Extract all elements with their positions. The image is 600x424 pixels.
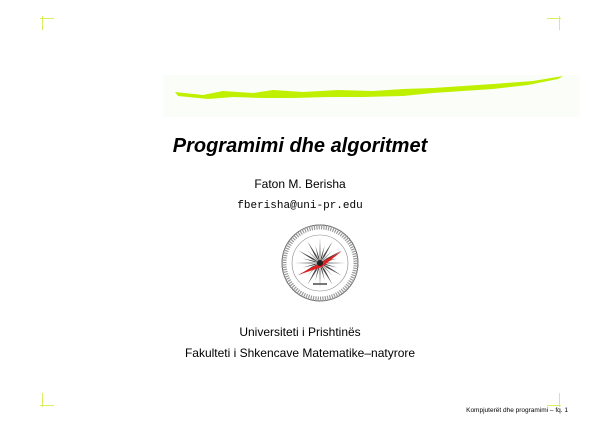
brush-stroke (175, 76, 563, 99)
author-name: Faton M. Berisha (254, 177, 346, 191)
seal-ray (302, 258, 320, 263)
seal-ray (320, 250, 342, 263)
seal-ray (320, 241, 333, 263)
author-email: fberisha@uni-pr.edu (237, 200, 363, 212)
seal-ray (320, 263, 342, 276)
faculty-name: Fakulteti i Shkencave Matematike–natyror… (184, 346, 416, 360)
seal-ray (320, 263, 325, 281)
seal-ray (307, 241, 320, 263)
corner-mark-top-right-h (547, 18, 561, 19)
seal-ray (320, 263, 333, 276)
university-name: Universiteti i Prishtinës (239, 325, 361, 339)
corner-mark-bottom-left-v (42, 393, 43, 407)
seal-ray (302, 263, 320, 268)
seal-ray (319, 263, 321, 288)
seal-ray (307, 250, 320, 263)
page-footer: Kompjuterët dhe programimi – fq. 1 (466, 407, 568, 414)
seal-ray (320, 250, 333, 263)
seal-ray (298, 250, 320, 263)
seal-ray (295, 262, 320, 264)
seal-ray (320, 245, 325, 263)
corner-mark-top-left-h (40, 18, 54, 19)
seal-ray (315, 245, 320, 263)
corner-mark-bottom-right-h (547, 405, 561, 406)
corner-mark-bottom-left-h (40, 405, 54, 406)
corner-mark-top-right-v (559, 16, 560, 30)
corner-mark-bottom-right-v (559, 393, 560, 407)
university-seal (280, 223, 360, 308)
slide-title: Programimi dhe algoritmet (172, 135, 428, 157)
corner-mark-top-left-v (42, 16, 43, 30)
seal-ray (320, 263, 333, 285)
title-banner (163, 75, 580, 117)
seal-ray (319, 238, 321, 263)
